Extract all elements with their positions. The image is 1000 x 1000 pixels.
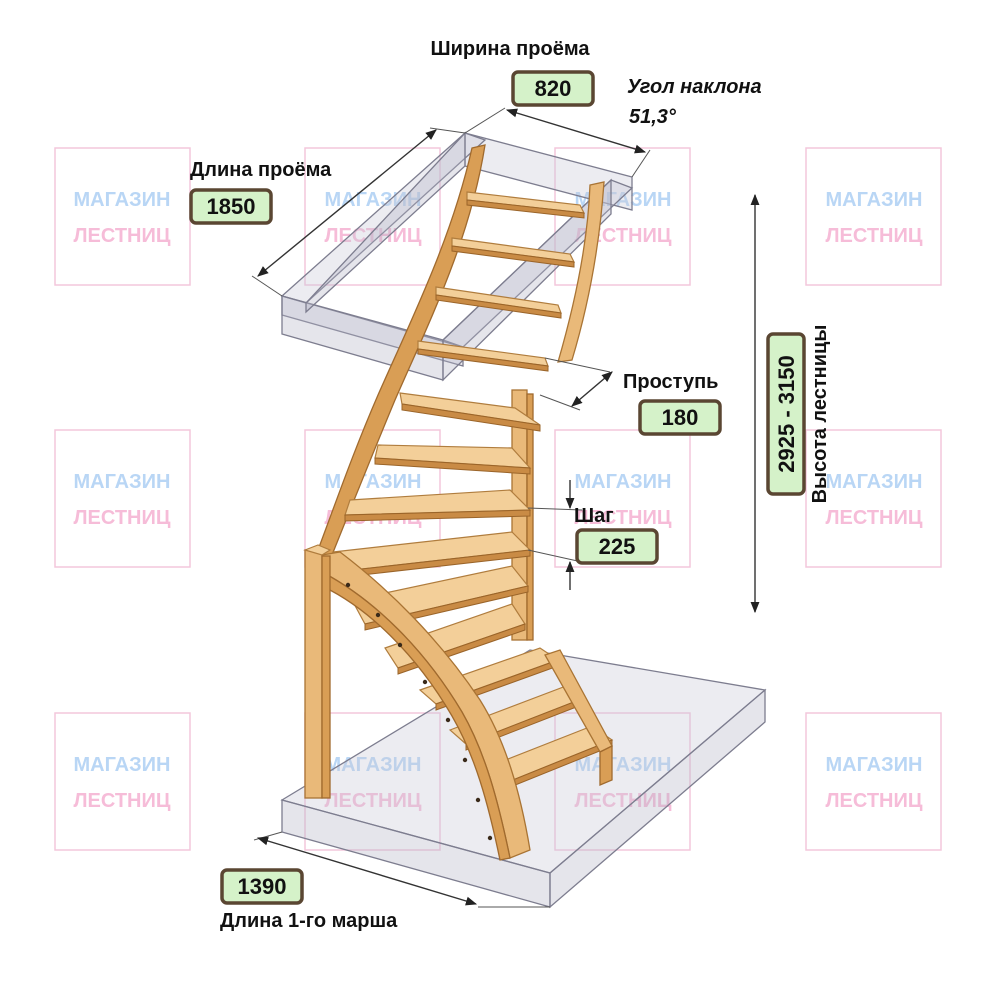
watermark-line1: МАГАЗИН [826,754,923,776]
watermark-line1: МАГАЗИН [74,189,171,211]
stringer-pegs [345,582,493,841]
winder-treads [332,392,541,675]
watermark-line1: МАГАЗИН [74,471,171,493]
stair-height-value: 2925 - 3150 [774,355,799,472]
staircase [303,144,614,861]
dimension-step-height: Шаг 225 [527,480,659,590]
watermark-line1: МАГАЗИН [325,471,422,493]
stair-height-badge [766,332,806,496]
watermark-line2: ЛЕСТНИЦ [74,790,171,812]
watermark-line1: МАГАЗИН [575,754,672,776]
watermark-line2: ЛЕСТНИЦ [826,790,923,812]
bottom-newel-post [304,549,323,799]
opening-width-badge [511,70,595,107]
watermark-tile: МАГАЗИН ЛЕСТНИЦ [554,712,691,851]
watermark-line2: ЛЕСТНИЦ [325,790,422,812]
opening-length-label: Длина проёма [190,159,332,181]
step-height-label: Шаг [574,505,614,527]
watermark-line1: МАГАЗИН [74,754,171,776]
watermark-tile: МАГАЗИН ЛЕСТНИЦ [805,147,942,286]
dimension-tread-depth: Проступь 180 [539,357,722,436]
dimension-first-flight-length: 1390 Длина 1-го марша [220,831,550,932]
dimension-stair-height: 2925 - 3150 Высота лестницы [750,193,831,614]
watermark-line2: ЛЕСТНИЦ [826,507,923,529]
opening-length-value: 1850 [207,194,256,219]
first-flight-length-value: 1390 [238,874,287,899]
stair-height-label: Высота лестницы [809,325,831,504]
upper-inner-stringer [557,181,605,363]
watermark-tile: МАГАЗИН ЛЕСТНИЦ [805,429,942,568]
incline-angle: Угол наклона 51,3° [627,76,762,128]
watermark-tile: МАГАЗИН ЛЕСТНИЦ [54,712,191,851]
step-height-value: 225 [599,534,636,559]
watermark-line2: ЛЕСТНИЦ [74,225,171,247]
watermark-line2: ЛЕСТНИЦ [575,507,672,529]
opening-length-badge [189,188,273,225]
first-flight-length-badge [220,868,304,905]
watermark-tile: МАГАЗИН ЛЕСТНИЦ [54,147,191,286]
watermark-tile: МАГАЗИН ЛЕСТНИЦ [54,429,191,568]
dimension-opening-length: Длина проёма 1850 [189,127,466,297]
tread-depth-value: 180 [662,405,699,430]
watermark-tile: МАГАЗИН ЛЕСТНИЦ [805,712,942,851]
opening-width-value: 820 [535,76,572,101]
watermark-line2: ЛЕСТНИЦ [826,225,923,247]
step-height-badge [575,528,659,565]
watermark-tile: МАГАЗИН ЛЕСТНИЦ [554,429,691,568]
first-flight-length-label: Длина 1-го марша [220,910,398,932]
dimension-opening-width: Ширина проёма 820 [431,38,651,178]
incline-angle-value: 51,3° [629,106,677,128]
upper-treads [417,191,586,372]
incline-angle-label: Угол наклона [627,76,762,98]
watermark-line2: ЛЕСТНИЦ [575,790,672,812]
watermark-line1: МАГАЗИН [826,189,923,211]
watermark-line1: МАГАЗИН [826,471,923,493]
tread-depth-badge [638,399,722,436]
ceiling-opening-frame [280,131,634,382]
tread-depth-label: Проступь [623,371,718,393]
opening-width-label: Ширина проёма [431,38,591,60]
watermark-line2: ЛЕСТНИЦ [74,507,171,529]
watermark-line1: МАГАЗИН [575,471,672,493]
